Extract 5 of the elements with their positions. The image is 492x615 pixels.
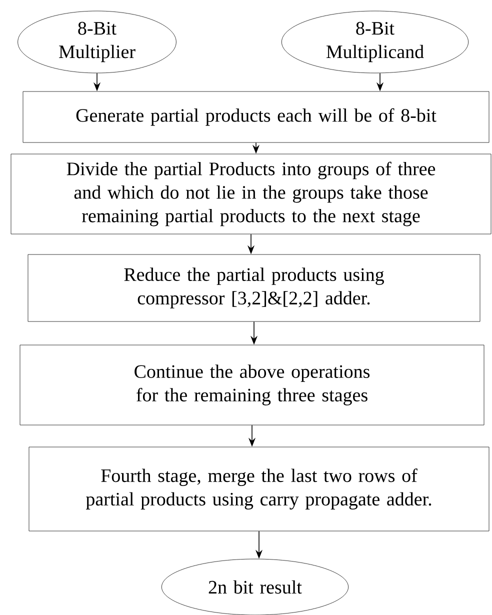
process-box: Continue the above operations for the remaining three stages: [20, 344, 484, 426]
process-box: Reduce the partial products using compressor [3,2]&[2,2] adder.: [28, 254, 480, 322]
process-box: Generate partial products each will be of 8-bit: [22, 91, 490, 143]
process-box: Divide the partial Products into groups of three and which do not lie in the groups take those remaining partial products to the next stage: [10, 154, 492, 234]
process-box: Fourth stage, merge the last two rows of partial products using carry propagate adder.: [28, 446, 490, 532]
